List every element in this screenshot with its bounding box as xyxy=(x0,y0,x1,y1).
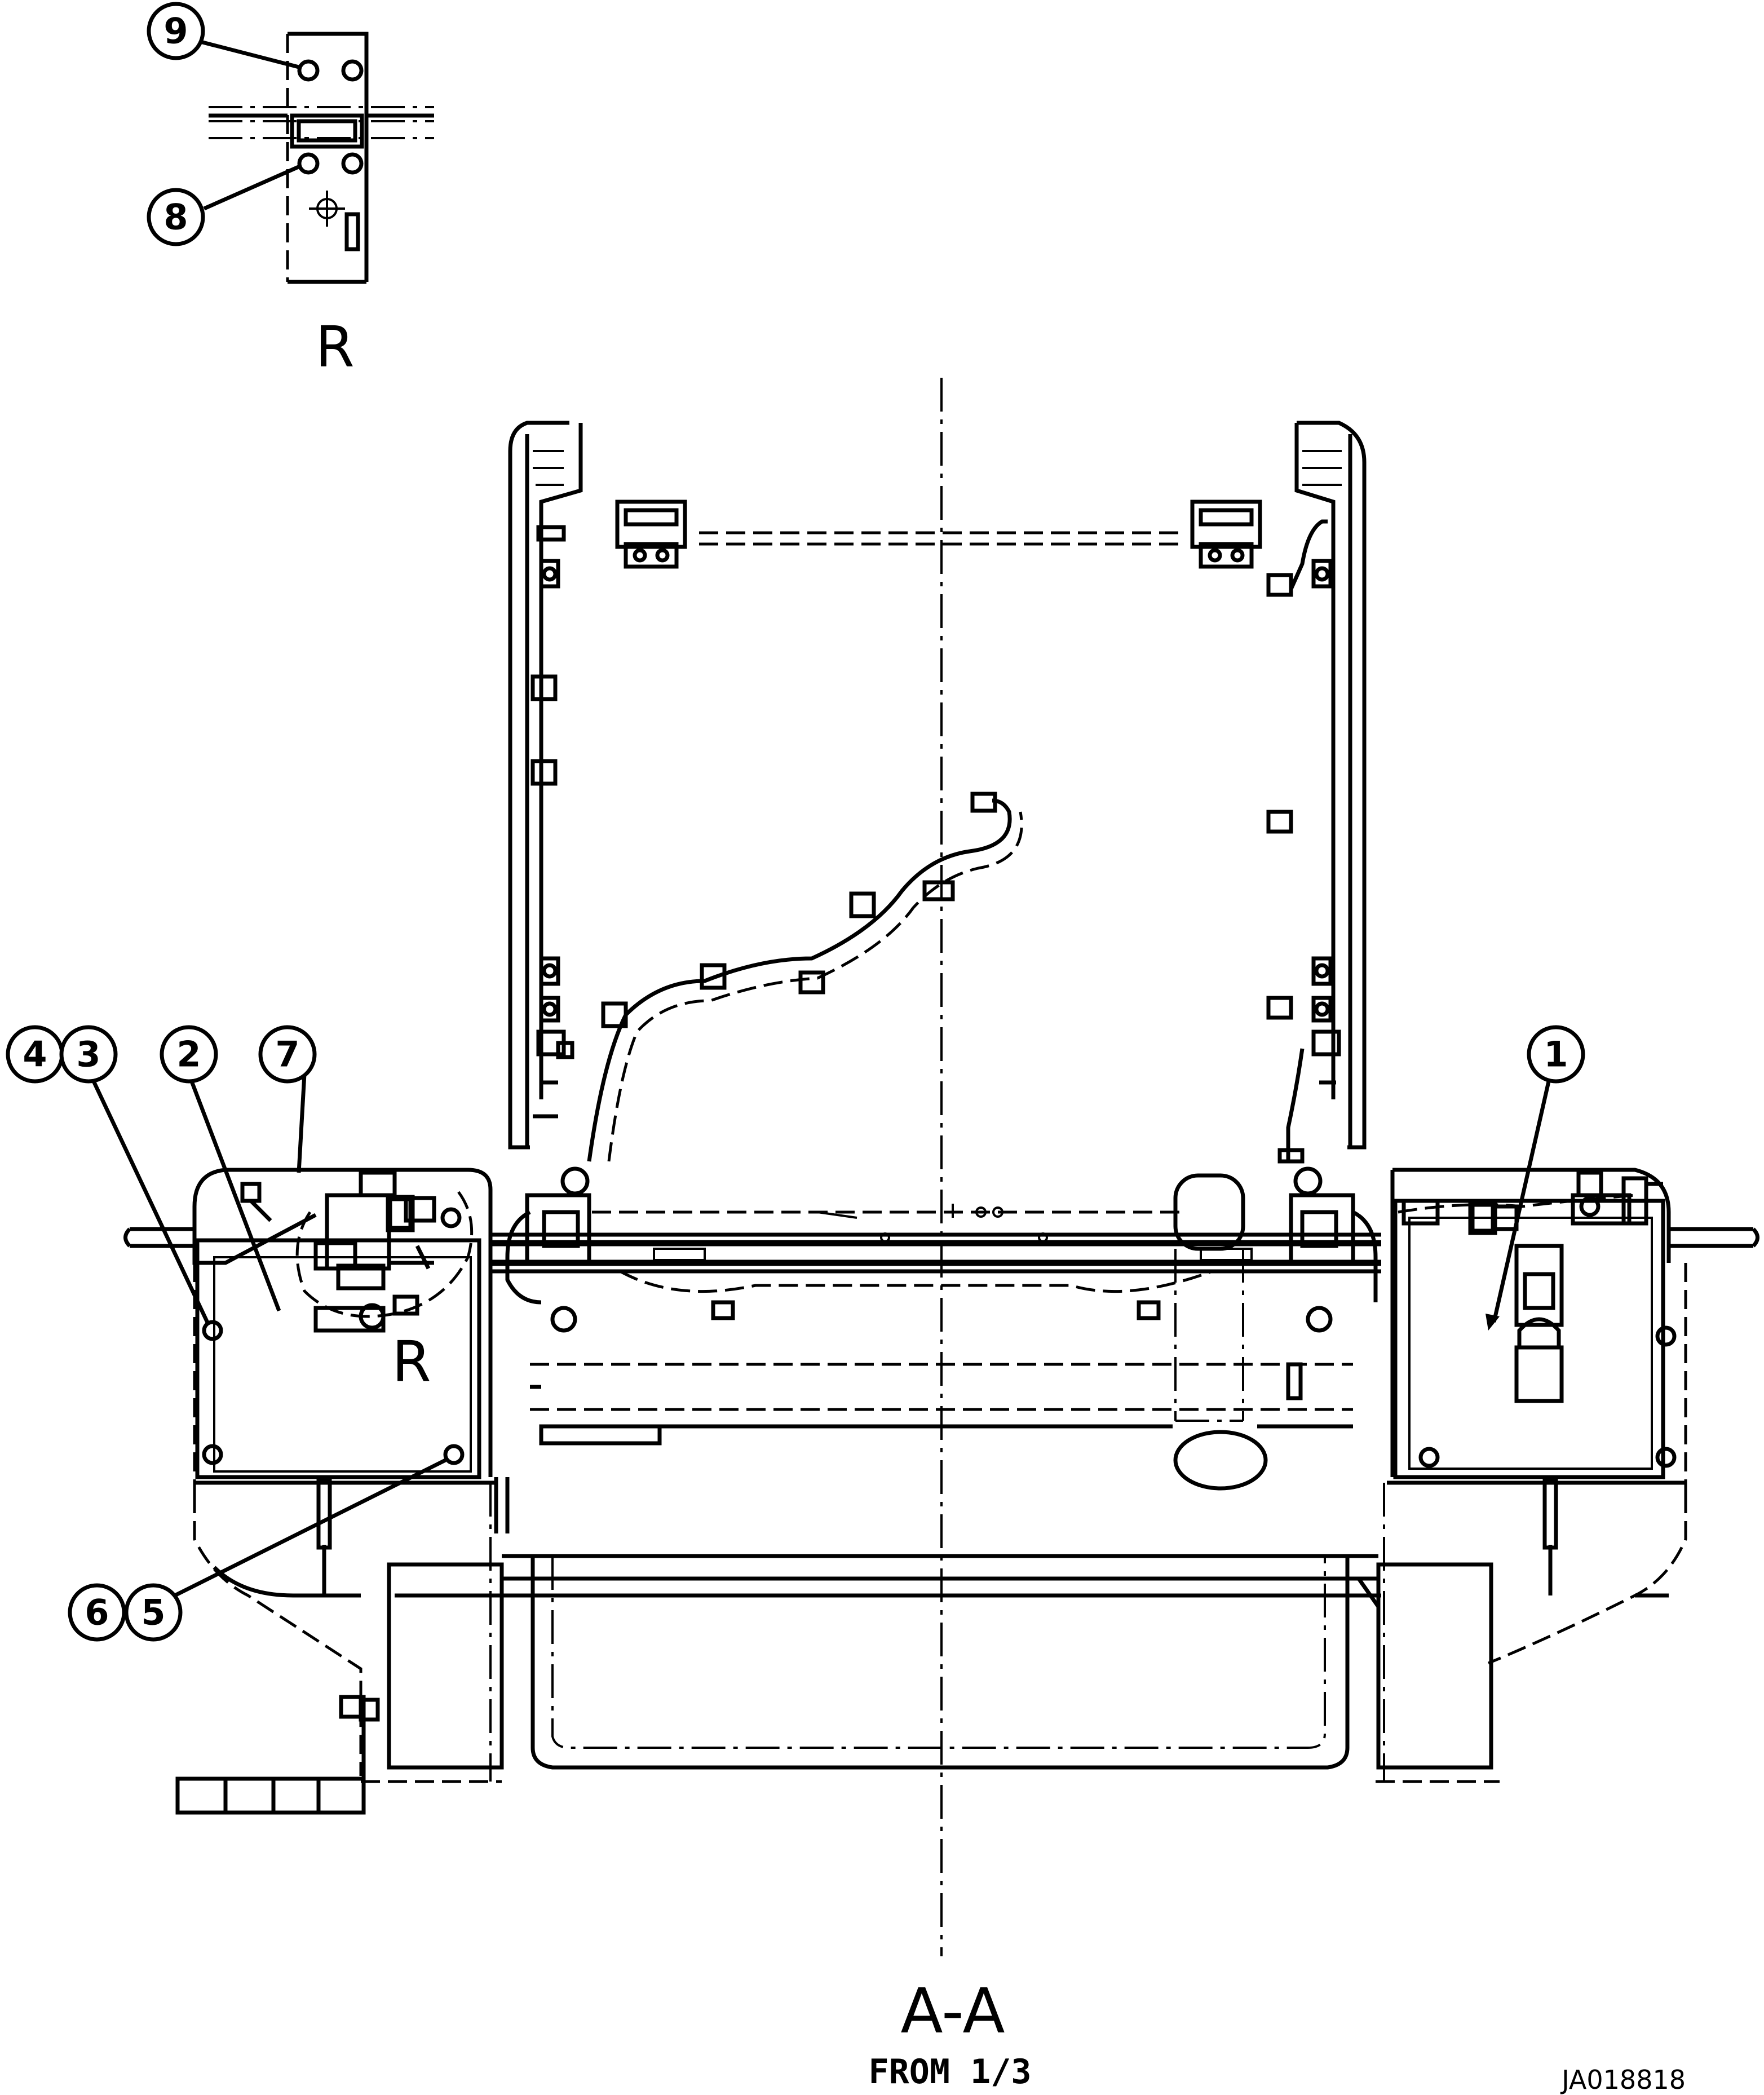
left-box xyxy=(123,1168,496,1494)
svg-text:9: 9 xyxy=(163,11,188,52)
svg-text:5: 5 xyxy=(141,1592,165,1633)
callout-8: 8 xyxy=(147,188,205,246)
svg-text:2: 2 xyxy=(176,1034,201,1075)
main-cross-beam xyxy=(490,1166,1381,1491)
svg-text:1: 1 xyxy=(1544,1034,1568,1075)
view-subtitle: FROM 1/3 xyxy=(869,2052,1032,2092)
callout-5: 5 xyxy=(124,1583,183,1642)
leader-lines xyxy=(88,1073,1553,1603)
svg-text:7: 7 xyxy=(275,1034,299,1075)
callout-2: 2 xyxy=(160,1025,218,1084)
svg-text:4: 4 xyxy=(23,1034,47,1075)
upper-frame xyxy=(508,421,1367,1150)
center-harness xyxy=(587,792,1305,1164)
callout-7: 7 xyxy=(258,1025,317,1084)
callout-9: 9 xyxy=(147,2,205,60)
view-title: A-A xyxy=(900,1975,1005,2047)
svg-text:6: 6 xyxy=(85,1592,109,1633)
callout-1: 1 xyxy=(1527,1025,1585,1084)
callout-3: 3 xyxy=(59,1025,118,1084)
lower-body xyxy=(175,1477,1687,1815)
detail-label-box: R xyxy=(392,1329,431,1395)
drawing-number: JA018818 xyxy=(1560,2065,1686,2095)
callout-6: 6 xyxy=(68,1583,126,1642)
callout-4: 4 xyxy=(6,1025,64,1084)
detail-label-top: R xyxy=(315,314,354,380)
right-box xyxy=(1387,1168,1759,1494)
detail-r-inset xyxy=(191,32,434,284)
svg-text:8: 8 xyxy=(163,197,188,238)
svg-text:3: 3 xyxy=(76,1034,100,1075)
